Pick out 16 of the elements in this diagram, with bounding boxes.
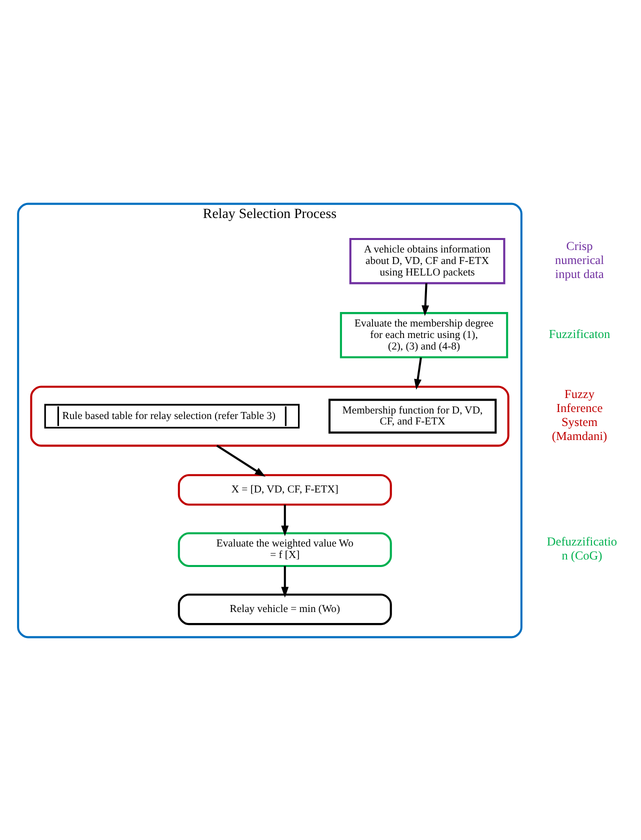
arrow [216,444,266,476]
arrow [414,356,422,390]
node-box: A vehicle obtains information about D, VD, CF and F-ETX using HELLO packets [349,238,506,284]
node-box: Evaluate the membership degree for each metric using (1), (2), (3) and (4-8) [340,312,508,358]
cluster [30,385,510,446]
label: Crisp numerical input data [555,238,604,280]
label: Fuzzy Inference System (Mamdani) [552,386,608,442]
arrow [281,566,289,598]
node-box: Evaluate the weighted value Wo = f [X] [178,532,392,566]
arrow [281,504,289,536]
label: Defuzzification (CoG) [546,534,618,562]
arrow [422,282,430,316]
node-box: Membership function for D, VD, CF, and F-ETX [328,398,497,434]
label: Fuzzificaton [548,326,610,341]
node-box: Relay vehicle = min (Wo) [178,593,392,625]
node-box: X = [D, VD, CF, F-ETX] [178,474,392,506]
